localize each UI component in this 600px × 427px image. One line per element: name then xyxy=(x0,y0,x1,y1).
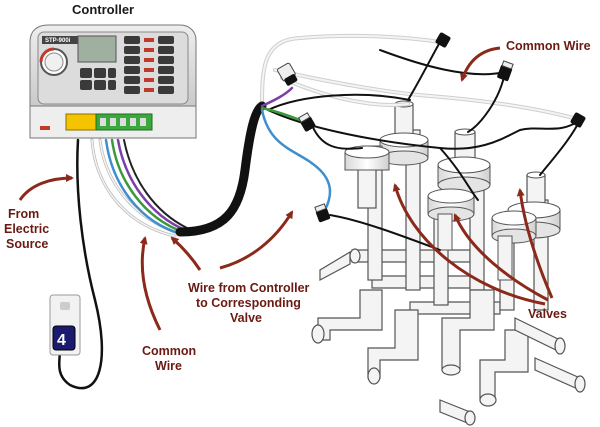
wire-nut-5 xyxy=(297,112,316,132)
valve-2 xyxy=(437,128,491,194)
arrow-common-wire-top xyxy=(460,46,501,82)
label-wire-from-controller-2: to Corresponding xyxy=(196,296,301,310)
label-from-2: Electric xyxy=(4,222,49,236)
purple-wire xyxy=(116,138,187,232)
label-common-wire-bottom-1: Common xyxy=(142,344,196,358)
wire-bundle-sleeve xyxy=(175,101,267,237)
black-wire-1 xyxy=(267,93,411,111)
arrow-from-source xyxy=(18,174,74,201)
wire-nut-6 xyxy=(314,203,331,223)
wire-nut-4 xyxy=(570,112,586,128)
blue-wire xyxy=(104,138,183,236)
label-common-wire-top: Common Wire xyxy=(506,39,591,53)
label-from-3: Source xyxy=(6,237,48,251)
annotation-arrows xyxy=(18,46,554,331)
controller-unit: STP-900i xyxy=(29,24,197,139)
controller-lcd-screen xyxy=(77,35,117,63)
power-cord xyxy=(57,138,104,390)
controller-terminal-strip xyxy=(40,113,153,131)
controller-arrow-buttons[interactable] xyxy=(80,68,116,90)
arrow-wire-to-valve xyxy=(219,210,294,270)
timer-plug-number: 4 xyxy=(57,332,66,349)
timer-plug xyxy=(52,325,76,351)
labels: Controller From Electric Source Wire fro… xyxy=(4,2,591,373)
wire-nut-2 xyxy=(435,32,451,48)
valve-4 xyxy=(344,145,390,209)
label-wire-from-controller-3: Valve xyxy=(230,311,262,325)
valve-6 xyxy=(491,210,537,281)
controller-model-strip xyxy=(42,36,78,44)
green-wire xyxy=(110,138,185,234)
label-valves: Valves xyxy=(528,307,567,321)
wire-nut-3 xyxy=(497,60,514,82)
arrow-common-wire-bottom xyxy=(139,236,162,331)
controller-program-buttons[interactable] xyxy=(124,36,174,94)
valve-5 xyxy=(427,188,475,251)
wire-nuts xyxy=(277,32,586,223)
label-from-1: From xyxy=(8,207,39,221)
label-wire-from-controller-1: Wire from Controller xyxy=(188,281,310,295)
label-controller: Controller xyxy=(72,2,134,17)
electric-outlet: 4 xyxy=(49,294,81,356)
wires xyxy=(57,33,582,390)
arrow-wire-to-controller xyxy=(170,236,202,271)
wire-nut-1 xyxy=(277,62,298,86)
arrow-valve-2 xyxy=(453,213,549,302)
arrow-valve-1 xyxy=(392,183,546,306)
controller-model-label: STP-900i xyxy=(45,38,71,44)
label-common-wire-bottom-2: Wire xyxy=(155,359,182,373)
arrow-valve-3 xyxy=(516,188,554,299)
